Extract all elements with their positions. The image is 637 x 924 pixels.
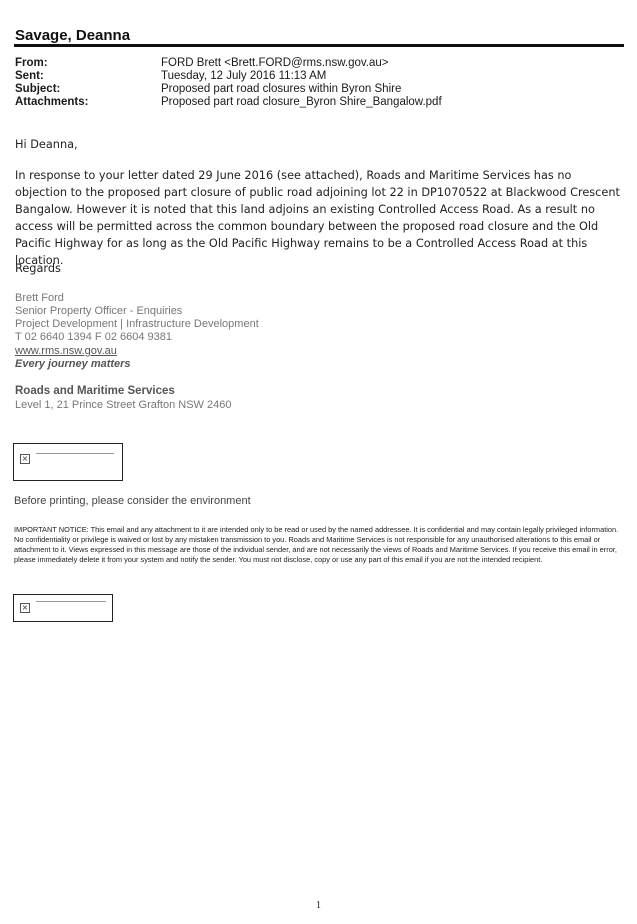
broken-image-icon: ×: [20, 603, 30, 613]
sent-label: Sent:: [15, 70, 44, 82]
page-number: 1: [316, 900, 321, 911]
placeholder-line: [36, 453, 114, 454]
signature-org: Roads and Maritime Services: [15, 385, 175, 397]
image-placeholder-footer: ×: [13, 594, 113, 622]
attachment-link[interactable]: Proposed part road closure_Byron Shire_B…: [161, 96, 442, 108]
signature-website-link[interactable]: www.rms.nsw.gov.au: [15, 345, 117, 357]
body-paragraph: In response to your letter dated 29 June…: [15, 169, 620, 267]
sent-value: Tuesday, 12 July 2016 11:13 AM: [161, 70, 327, 82]
signature-address: Level 1, 21 Prince Street Grafton NSW 24…: [15, 399, 232, 411]
placeholder-line: [36, 601, 106, 602]
header-divider: [14, 44, 624, 47]
image-placeholder-logo: ×: [13, 443, 123, 481]
attachments-label: Attachments:: [15, 96, 89, 108]
signature-title: Senior Property Officer - Enquiries: [15, 305, 183, 317]
signature-name: Brett Ford: [15, 292, 64, 304]
broken-image-icon: ×: [20, 454, 30, 464]
subject-label: Subject:: [15, 83, 61, 95]
environment-note: Before printing, please consider the env…: [14, 495, 251, 507]
signature-department: Project Development | Infrastructure Dev…: [15, 318, 259, 330]
from-label: From:: [15, 57, 48, 69]
from-value[interactable]: FORD Brett <Brett.FORD@rms.nsw.gov.au>: [161, 57, 389, 69]
important-notice: IMPORTANT NOTICE: This email and any att…: [14, 525, 619, 564]
subject-value: Proposed part road closures within Byron…: [161, 83, 402, 95]
signature-phone: T 02 6640 1394 F 02 6604 9381: [15, 331, 172, 343]
recipient-name: Savage, Deanna: [15, 27, 131, 44]
sign-off: Regards: [15, 262, 61, 275]
signature-tagline: Every journey matters: [15, 358, 131, 370]
greeting: Hi Deanna,: [15, 138, 78, 151]
